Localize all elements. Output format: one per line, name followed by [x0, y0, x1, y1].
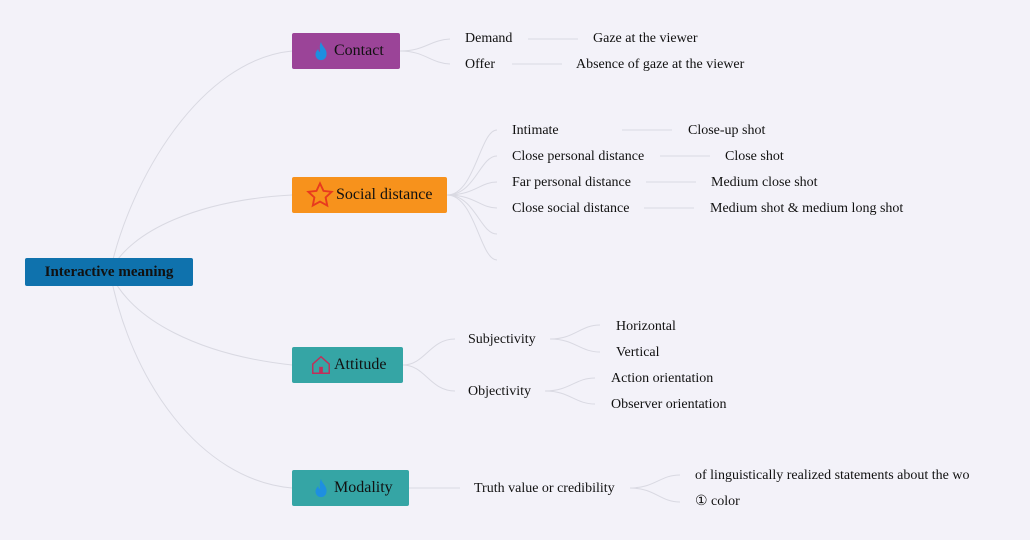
subtopic[interactable]: Medium shot & medium long shot: [710, 201, 904, 216]
root-topic-label: Interactive meaning: [44, 263, 174, 280]
subtopic[interactable]: Subjectivity: [468, 332, 536, 347]
branch-contact[interactable]: Contact: [292, 33, 400, 69]
subtopic[interactable]: ① color: [695, 494, 740, 509]
subtopic[interactable]: Intimate: [512, 123, 559, 138]
subtopic[interactable]: Close shot: [725, 149, 784, 164]
subtopic[interactable]: Objectivity: [468, 384, 531, 399]
star-icon: [306, 181, 334, 208]
branch-label: Modality: [334, 479, 393, 496]
fire-icon: [315, 41, 327, 61]
branch-label: Social distance: [336, 186, 433, 203]
subtopic[interactable]: Gaze at the viewer: [593, 31, 698, 46]
branch-social-distance[interactable]: Social distance: [292, 177, 447, 213]
fire-icon: [315, 478, 327, 498]
branch-label: Contact: [334, 42, 384, 59]
subtopic[interactable]: Offer: [465, 57, 496, 72]
branch-label: Attitude: [334, 356, 387, 373]
subtopic[interactable]: Observer orientation: [611, 397, 727, 412]
subtopic[interactable]: Vertical: [616, 345, 660, 360]
subtopic[interactable]: Close personal distance: [512, 149, 645, 164]
branch-modality[interactable]: Modality: [292, 470, 409, 506]
subtopic[interactable]: Horizontal: [616, 319, 676, 334]
subtopic[interactable]: of linguistically realized statements ab…: [695, 468, 970, 483]
subtopic[interactable]: Demand: [465, 31, 513, 46]
subtopic[interactable]: Far personal distance: [512, 175, 631, 190]
root-topic[interactable]: Interactive meaning: [25, 258, 193, 286]
subtopic[interactable]: Action orientation: [611, 371, 714, 386]
house-icon: [312, 355, 330, 374]
subtopic[interactable]: Truth value or credibility: [474, 481, 615, 496]
subtopic[interactable]: Close-up shot: [688, 123, 766, 138]
subtopic[interactable]: Absence of gaze at the viewer: [576, 57, 745, 72]
subtopic[interactable]: Medium close shot: [711, 175, 818, 190]
branch-attitude[interactable]: Attitude: [292, 347, 403, 383]
subtopic[interactable]: Close social distance: [512, 201, 630, 216]
